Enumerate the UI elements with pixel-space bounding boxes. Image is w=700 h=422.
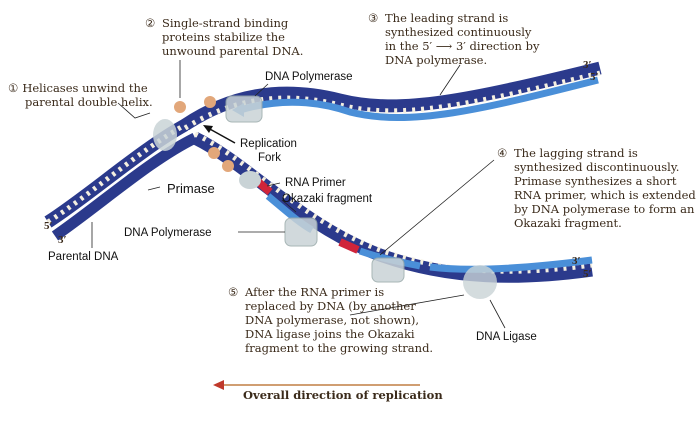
ssb-protein-4: [222, 160, 234, 172]
dna-polymerase-bottom-protein: [284, 217, 318, 247]
dna-polymerase-lagging-protein: [371, 257, 405, 283]
end-top-right-5: 5′: [590, 71, 599, 83]
replication-fork-arrowhead: [203, 125, 213, 133]
leader-lines: [91, 60, 506, 329]
ssb-protein-3: [208, 147, 220, 159]
end-left-5: 5′: [44, 220, 53, 232]
direction-arrowhead: [213, 380, 224, 390]
label-parental-dna: Parental DNA: [48, 251, 119, 263]
end-bottom-right-3: 3′: [572, 255, 581, 267]
direction-label: Overall direction of replication: [243, 388, 443, 402]
end-left-3: 3′: [58, 234, 67, 246]
parental-strand-b: [51, 133, 198, 241]
label-replication-fork: Replication Fork: [240, 138, 300, 164]
replication-fork-arrow: [207, 127, 236, 144]
ssb-protein-1: [174, 101, 186, 113]
label-dna-polymerase-bottom: DNA Polymerase: [124, 227, 212, 239]
end-bottom-right-5: 5′: [583, 268, 592, 280]
end-top-right-3: 3′: [583, 59, 592, 71]
leading-new-strand: [238, 76, 599, 122]
rna-primer-2: [338, 238, 360, 254]
label-primase: Primase: [167, 181, 215, 196]
label-dna-polymerase-top: DNA Polymerase: [265, 71, 353, 83]
label-okazaki-fragment: Okazaki fragment: [282, 193, 373, 205]
label-dna-ligase: DNA Ligase: [476, 331, 537, 343]
label-rna-primer: RNA Primer: [285, 177, 346, 189]
primase-protein: [239, 171, 261, 189]
parental-base-pairs: [46, 122, 187, 225]
dna-polymerase-top-protein: [225, 95, 263, 123]
helicase-protein: [153, 119, 177, 151]
ssb-protein-2: [204, 96, 216, 108]
dna-ligase-protein: [463, 265, 497, 299]
okazaki-fragment-3: [429, 256, 593, 273]
